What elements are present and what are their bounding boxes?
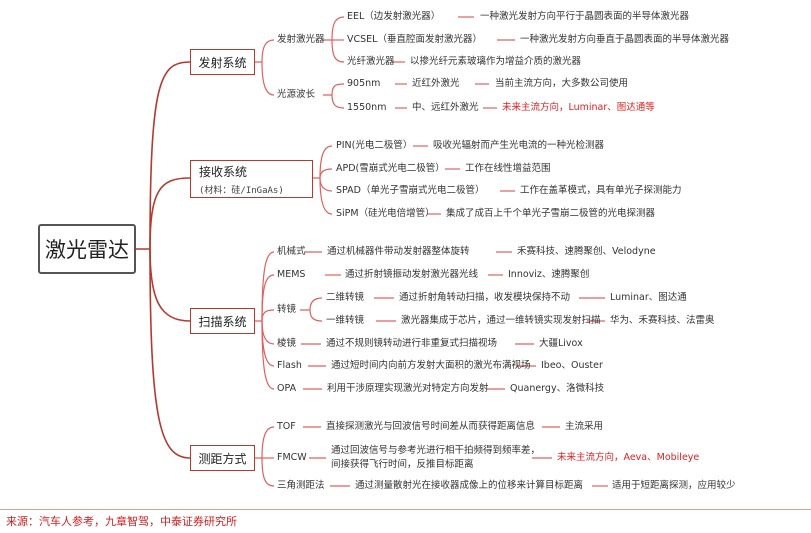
fmcw-note: 未来主流方向，Aeva、Mobileye (557, 452, 700, 463)
prism-cos: 大疆Livox (539, 338, 583, 349)
fmcw-desc2: 间接获得飞行时间，反推目标距离 (331, 459, 474, 470)
pin-desc: 吸收光辐射而产生光电流的一种光检测器 (433, 140, 605, 151)
emit-branch: 发射系统 (190, 49, 255, 75)
spad-desc: 工作在盖革模式，具有单光子探测能力 (520, 185, 682, 196)
sipm-name: SiPM（硅光电倍增管） (336, 208, 435, 219)
vcsel-name: VCSEL（垂直腔面发射激光器） (347, 34, 482, 45)
wave-1550-type: 中、远红外激光 (412, 102, 479, 113)
tri-note: 适用于短距离探测，应用较少 (612, 480, 736, 491)
range-title: 测距方式 (198, 451, 247, 466)
mirror1d-cos: 华为、禾赛科技、法雷奥 (610, 315, 715, 326)
wave-905-name: 905nm (347, 78, 381, 89)
vcsel-desc: 一种激光发射方向垂直于晶圆表面的半导体激光器 (520, 34, 730, 45)
tof-note: 主流采用 (565, 421, 604, 432)
mems-name: MEMS (277, 269, 306, 280)
tof-desc: 直接探测激光与回波信号时间差从而获得距离信息 (326, 421, 536, 432)
flash-name: Flash (277, 360, 302, 371)
mirror2d-desc: 通过折射角转动扫描，收发模块保持不动 (399, 292, 571, 303)
mirror2d-cos: Luminar、图达通 (610, 292, 687, 303)
scan-branch: 扫描系统 (190, 308, 255, 334)
fmcw-name: FMCW (277, 452, 307, 463)
tof-name: TOF (277, 421, 296, 432)
mech-name: 机械式 (277, 246, 306, 257)
receive-title: 接收系统 (199, 164, 248, 179)
flash-cos: Ibeo、Ouster (541, 360, 603, 371)
range-branch: 测距方式 (190, 445, 255, 471)
prism-desc: 通过不规则镜转动进行非重复式扫描视场 (326, 338, 498, 349)
wave-label: 光源波长 (277, 89, 316, 100)
wave-1550-name: 1550nm (347, 102, 387, 113)
wave-1550-desc: 未来主流方向，Luminar、图达通等 (502, 102, 655, 113)
wave-905-desc: 当前主流方向，大多数公司使用 (495, 78, 629, 89)
emit-title: 发射系统 (198, 55, 247, 70)
opa-name: OPA (277, 383, 297, 394)
tri-name: 三角测距法 (277, 480, 325, 491)
sipm-desc: 集成了成百上千个单光子雪崩二极管的光电探测器 (446, 208, 656, 219)
mirror2d-name: 二维转镜 (326, 292, 365, 303)
receive-subtitle: (材料：硅/InGaAs) (199, 185, 284, 196)
fmcw-desc1: 通过回波信号与参考光进行相干拍频得到频率差， (331, 445, 541, 456)
source-note: 来源：汽车人参考，九章智驾，中泰证券研究所 (6, 515, 237, 528)
lasers-label: 发射激光器 (277, 34, 325, 45)
flash-desc: 通过短时间内向前方发射大面积的激光布满视场 (331, 360, 531, 371)
scan-title: 扫描系统 (198, 314, 247, 329)
pin-name: PIN(光电二极管） (336, 140, 413, 151)
fiber-desc: 以掺光纤元素玻璃作为增益介质的激光器 (410, 56, 582, 67)
mech-desc: 通过机械器件带动发射器整体旋转 (327, 246, 470, 257)
eel-name: EEL（边发射激光器） (347, 11, 441, 22)
receive-branch: 接收系统 (材料：硅/InGaAs) (190, 160, 313, 198)
fiber-name: 光纤激光器 (347, 56, 395, 67)
mirror-name: 转镜 (277, 304, 297, 315)
mems-desc: 通过折射镜振动发射激光器光线 (345, 269, 479, 280)
wave-905-type: 近红外激光 (412, 78, 460, 89)
source-divider (0, 509, 811, 510)
root-node: 激光雷达 (38, 224, 136, 274)
opa-cos: Quanergy、洛微科技 (510, 383, 605, 394)
mems-cos: Innoviz、速腾聚创 (508, 269, 590, 280)
apd-name: APD(雪崩式光电二极管） (336, 163, 445, 174)
opa-desc: 利用干涉原理实现激光对特定方向发射 (327, 383, 489, 394)
tri-desc: 通过测量散射光在接收器成像上的位移来计算目标距离 (355, 480, 584, 491)
eel-desc: 一种激光发射方向平行于晶圆表面的半导体激光器 (480, 11, 690, 22)
mirror1d-name: 一维转镜 (326, 315, 365, 326)
root-label: 激光雷达 (45, 238, 129, 262)
mech-cos: 禾赛科技、速腾聚创、Velodyne (517, 246, 656, 257)
prism-name: 棱镜 (277, 338, 297, 349)
spad-name: SPAD（单光子雪崩式光电二极管） (336, 185, 485, 196)
mirror1d-desc: 激光器集成于芯片，通过一维转镜实现发射扫描 (401, 315, 601, 326)
apd-desc: 工作在线性增益范围 (465, 163, 551, 174)
